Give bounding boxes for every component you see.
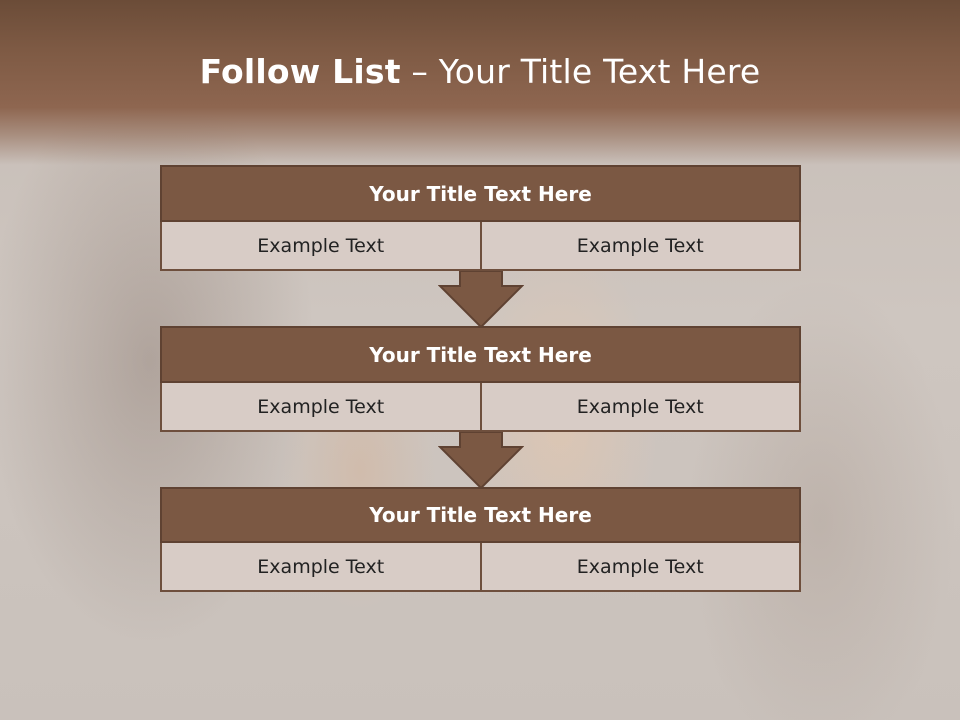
block-title: Your Title Text Here — [160, 165, 801, 222]
block-cell-left: Example Text — [160, 383, 482, 432]
header-band — [0, 0, 960, 165]
slide-title: Follow List – Your Title Text Here — [0, 52, 960, 91]
down-arrow-icon — [438, 432, 524, 490]
block-row: Example Text Example Text — [160, 383, 801, 432]
block-title: Your Title Text Here — [160, 487, 801, 543]
block-cell-left: Example Text — [160, 222, 482, 271]
down-arrow-icon — [438, 271, 524, 329]
slide-title-rest: – Your Title Text Here — [400, 52, 761, 91]
block-cell-left: Example Text — [160, 543, 482, 592]
follow-block-1: Your Title Text Here Example Text Exampl… — [160, 165, 801, 271]
follow-block-3: Your Title Text Here Example Text Exampl… — [160, 487, 801, 592]
slide-title-bold: Follow List — [199, 52, 401, 91]
block-cell-right: Example Text — [481, 222, 801, 271]
follow-block-2: Your Title Text Here Example Text Exampl… — [160, 326, 801, 432]
block-cell-right: Example Text — [481, 543, 801, 592]
block-row: Example Text Example Text — [160, 222, 801, 271]
block-title: Your Title Text Here — [160, 326, 801, 383]
block-cell-right: Example Text — [481, 383, 801, 432]
block-row: Example Text Example Text — [160, 543, 801, 592]
